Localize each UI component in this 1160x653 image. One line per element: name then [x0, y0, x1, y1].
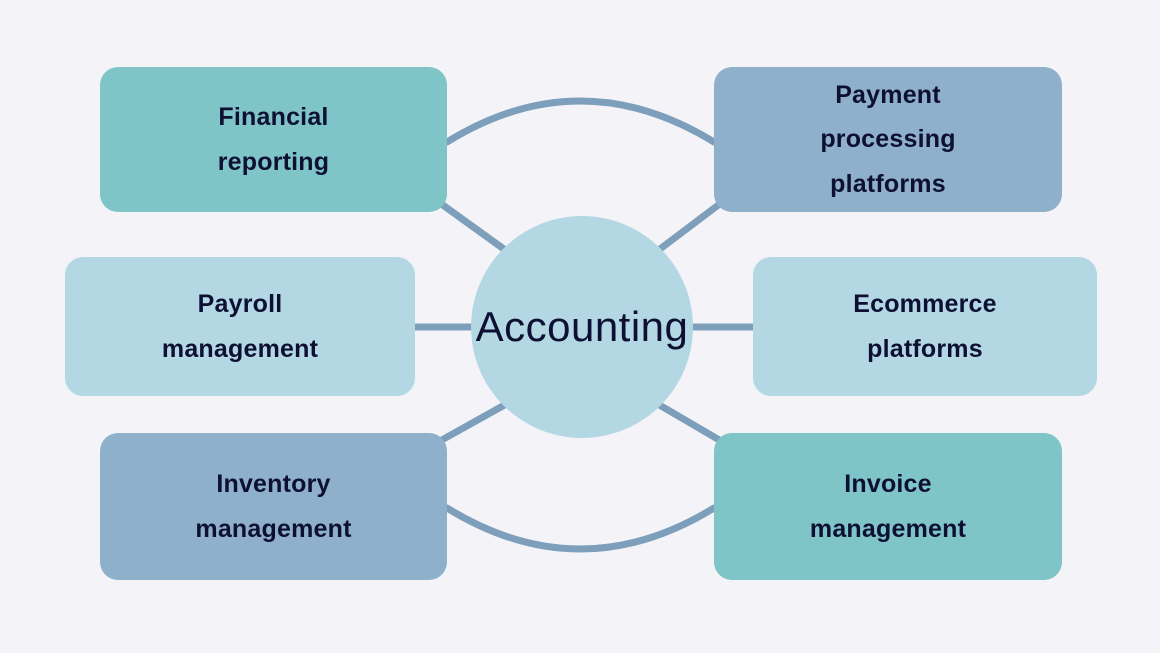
node-invoice-management[interactable]: Invoice management: [714, 433, 1062, 580]
connector-invoice-management-to-hub: [652, 399, 725, 445]
node-label-payroll-management: Payroll management: [161, 290, 319, 363]
node-payment-processing[interactable]: Payment processing platforms: [714, 67, 1062, 212]
node-label-payment-processing: Payment processing platforms: [820, 80, 956, 198]
connector-payment-processing-to-hub: [652, 199, 725, 256]
node-label-ecommerce-platforms: Ecommerce platforms: [853, 290, 997, 363]
node-label-invoice-management: Invoice management: [809, 470, 967, 543]
accounting-hub[interactable]: Accounting: [471, 216, 693, 438]
node-label-inventory-management: Inventory management: [195, 470, 352, 543]
node-financial-reporting[interactable]: Financial reporting: [100, 67, 447, 212]
node-payroll-management[interactable]: Payroll management: [65, 257, 415, 396]
connector-arc-top: [443, 97, 718, 146]
node-ecommerce-platforms[interactable]: Ecommerce platforms: [753, 257, 1097, 396]
connector-arc-bottom: [443, 504, 718, 553]
connector-financial-reporting-to-hub: [436, 199, 512, 256]
node-inventory-management[interactable]: Inventory management: [100, 433, 447, 580]
accounting-hub-label: Accounting: [475, 303, 689, 350]
node-label-financial-reporting: Financial reporting: [217, 103, 330, 176]
connector-inventory-management-to-hub: [436, 399, 512, 445]
